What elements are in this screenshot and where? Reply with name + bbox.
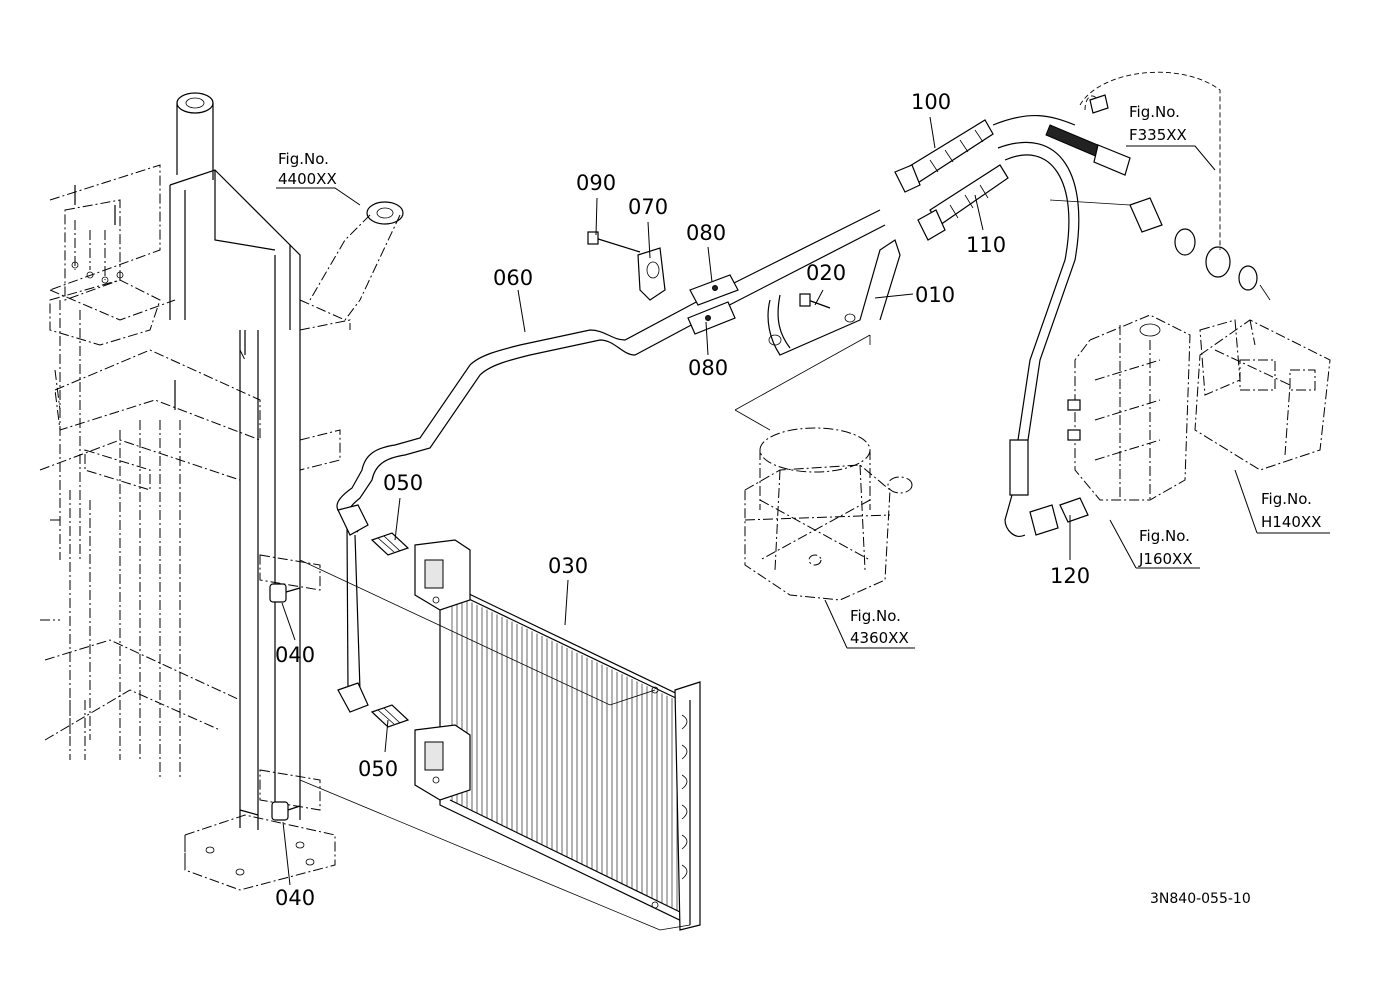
callout-080-lower[interactable]: 080 <box>688 356 728 380</box>
hose-100 <box>894 115 1076 193</box>
bolt-040-upper <box>269 583 301 603</box>
fig-ref-f335-prefix: Fig.No. <box>1129 103 1180 121</box>
oil-cooler <box>414 539 701 931</box>
bolt-040-lower <box>271 801 301 821</box>
callout-010[interactable]: 010 <box>915 283 955 307</box>
bracket-010 <box>767 239 901 356</box>
clamp-070 <box>637 247 666 301</box>
figure-references: Fig.No. 4400XX Fig.No. 4360XX Fig.No. F3… <box>278 103 1321 647</box>
callout-050-lower[interactable]: 050 <box>358 757 398 781</box>
callout-050-upper[interactable]: 050 <box>383 471 423 495</box>
bolt-020 <box>799 293 831 309</box>
callout-040-upper[interactable]: 040 <box>275 643 315 667</box>
callout-030[interactable]: 030 <box>548 554 588 578</box>
fig-ref-j160-prefix: Fig.No. <box>1139 527 1190 545</box>
callout-070[interactable]: 070 <box>628 195 668 219</box>
motor-4360 <box>744 427 913 601</box>
callout-080-upper[interactable]: 080 <box>686 221 726 245</box>
callout-100[interactable]: 100 <box>911 90 951 114</box>
part-labels: 010 020 030 040 040 050 050 060 070 080 … <box>275 90 1090 910</box>
fig-ref-4360-prefix: Fig.No. <box>850 607 901 625</box>
callout-020[interactable]: 020 <box>806 261 846 285</box>
pump-h140 <box>1194 319 1331 471</box>
fig-ref-h140-code[interactable]: H140XX <box>1261 513 1321 531</box>
fig-ref-4400-code[interactable]: 4400XX <box>278 170 337 188</box>
hose-110 <box>917 142 1080 441</box>
diagram-code: 3N840-055-10 <box>1150 891 1251 907</box>
fitting-group-f335 <box>1045 71 1258 291</box>
fitting-050-upper <box>370 532 410 556</box>
callout-040-lower[interactable]: 040 <box>275 886 315 910</box>
hose-120 <box>1004 439 1089 537</box>
fig-ref-j160-code[interactable]: J160XX <box>1138 550 1193 568</box>
sleeve-080-upper <box>689 274 739 306</box>
fig-ref-h140-prefix: Fig.No. <box>1261 490 1312 508</box>
callout-110[interactable]: 110 <box>966 233 1006 257</box>
fig-ref-4400-prefix: Fig.No. <box>278 150 329 168</box>
valve-j160 <box>1067 314 1191 501</box>
fig-ref-4360-code[interactable]: 4360XX <box>850 629 909 647</box>
sleeve-080-lower <box>687 301 736 335</box>
pipe-060 <box>336 209 886 713</box>
callout-060[interactable]: 060 <box>493 266 533 290</box>
callout-120[interactable]: 120 <box>1050 564 1090 588</box>
bolt-090 <box>587 231 641 253</box>
fitting-050-lower <box>370 704 410 728</box>
fig-ref-f335-code[interactable]: F335XX <box>1129 126 1187 144</box>
frame-assembly <box>39 92 404 891</box>
callout-090[interactable]: 090 <box>576 171 616 195</box>
